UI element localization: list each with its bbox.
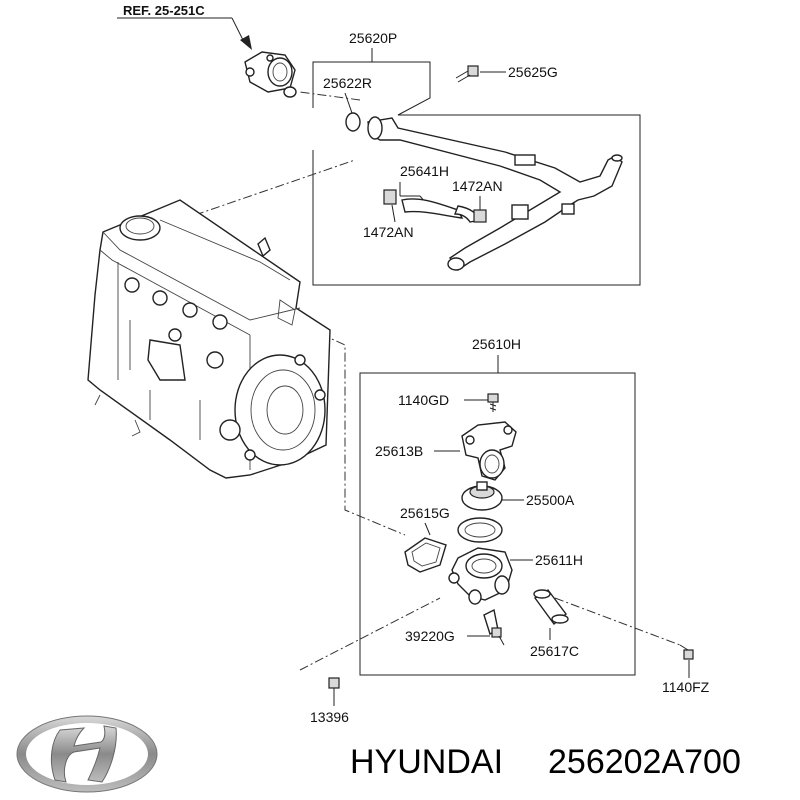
plug-13396: 13396 (310, 677, 349, 725)
thermostat-25500A: 25500A (461, 481, 575, 511)
bolt-25625G: 25625G (455, 64, 558, 83)
callout-13396: 13396 (310, 709, 349, 725)
callout-25613B: 25613B (375, 443, 423, 459)
callout-25625G: 25625G (508, 64, 558, 80)
callout-25622R: 25622R (323, 75, 372, 91)
upper-assembly-box: 25620P (312, 30, 641, 286)
thermostat-cover-25613B: 25613B (375, 421, 517, 481)
bolt-1140FZ: 1140FZ (662, 644, 710, 695)
thermostat-housing-25611H: 25611H (448, 547, 583, 605)
engine-block (87, 199, 331, 479)
callout-25615G: 25615G (400, 505, 450, 521)
reference-callout: REF. 25-251C (117, 3, 252, 50)
arrow-icon (240, 35, 252, 50)
water-pipe (367, 116, 623, 271)
callout-25641H: 25641H (400, 163, 449, 179)
leader-oring (299, 91, 361, 101)
callout-1472AN-upper: 1472AN (452, 178, 503, 194)
bolt-1140GD: 1140GD (398, 392, 499, 412)
gasket-25615G: 25615G (400, 505, 450, 573)
callout-39220G: 39220G (405, 628, 455, 644)
gasket-ring (457, 517, 503, 543)
leader-pipe (194, 159, 356, 216)
callout-25500A: 25500A (526, 492, 575, 508)
pipe-25617C: 25617C (530, 589, 579, 659)
reference-label: REF. 25-251C (123, 3, 205, 18)
callout-25620P: 25620P (349, 30, 397, 46)
callout-25617C: 25617C (530, 643, 579, 659)
brand-name: HYUNDAI (350, 743, 503, 781)
part-number: 256202A700 (548, 743, 741, 781)
o-ring-25622R: 25622R (323, 75, 372, 132)
brand-caption: HYUNDAI 256202A700 (350, 743, 741, 781)
hose-25641H: 25641H 1472AN 1472AN (363, 163, 503, 240)
thermostat-assembly-box: 25610H (359, 336, 636, 676)
callout-25611H: 25611H (535, 552, 583, 568)
leader-bolt (554, 597, 681, 646)
water-outlet-fitting (244, 51, 297, 98)
callout-1140FZ: 1140FZ (662, 679, 710, 695)
leader-plug (299, 597, 441, 671)
callout-1472AN-lower: 1472AN (363, 224, 414, 240)
callout-1140GD: 1140GD (398, 392, 449, 408)
callout-25610H: 25610H (472, 336, 521, 352)
temp-sensor-39220G: 39220G (405, 608, 505, 646)
hyundai-logo (16, 715, 158, 793)
